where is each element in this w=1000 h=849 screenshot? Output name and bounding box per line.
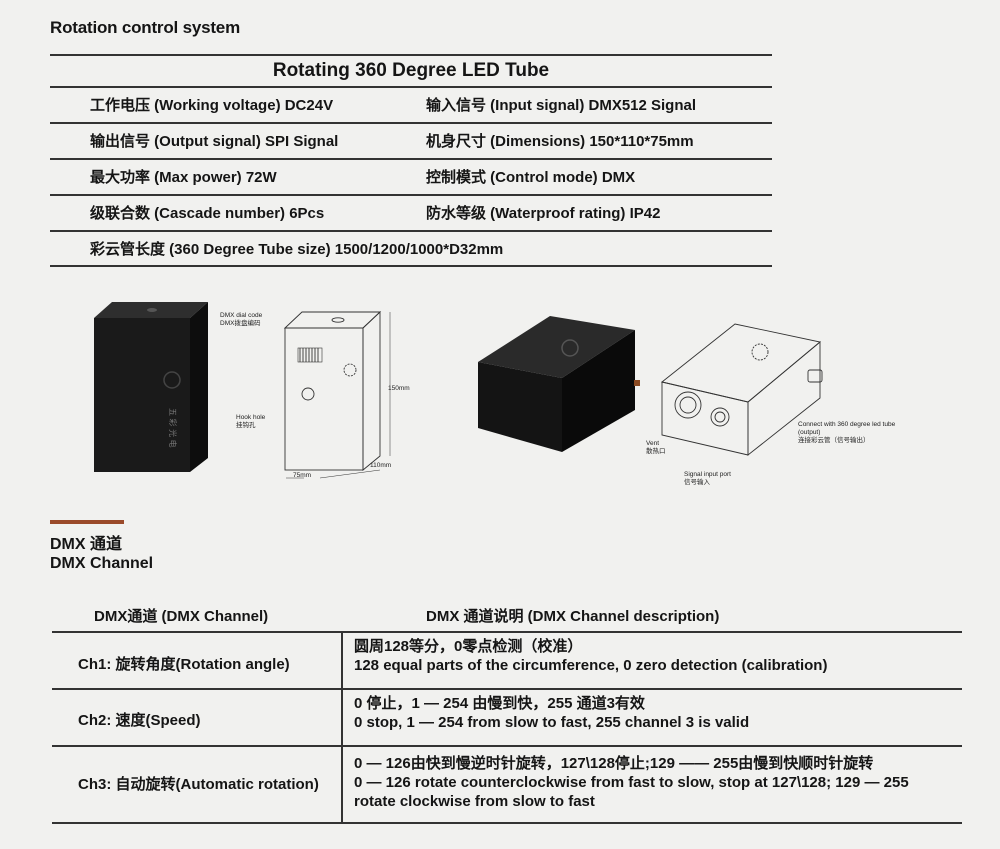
spec-divider <box>50 158 772 160</box>
label-signal-input-cn: 信号输入 <box>684 479 710 486</box>
table-header-border <box>52 631 962 633</box>
label-vent-cn: 散热口 <box>646 448 666 455</box>
table-row-divider <box>52 688 962 690</box>
label-connect-sub: (output) <box>798 429 821 436</box>
channel-col-header: DMX通道 (DMX Channel) <box>94 608 269 625</box>
channel-1-name: Ch1: 旋转角度(Rotation angle) <box>78 656 290 673</box>
spec-divider <box>50 194 772 196</box>
channel-2-desc-en: 0 stop, 1 — 254 from slow to fast, 255 c… <box>354 714 750 731</box>
spec-control-mode: 控制模式 (Control mode) DMX <box>426 169 636 186</box>
description-col-header: DMX 通道说明 (DMX Channel description) <box>426 608 720 625</box>
section-title-en: DMX Channel <box>50 555 154 572</box>
label-connect: Connect with 360 degree led tube <box>798 421 896 428</box>
spec-divider <box>50 86 772 88</box>
controller-drawing-side <box>660 323 823 456</box>
channel-3-desc: 0 — 126由快到慢逆时针旋转，127\128停止;129 —— 255由慢到… <box>354 754 909 811</box>
spec-dimensions: 机身尺寸 (Dimensions) 150*110*75mm <box>426 133 694 150</box>
channel-2-desc-cn: 0 停止，1 — 254 由慢到快，255 通道3有效 <box>354 695 645 712</box>
channel-1-desc-en: 128 equal parts of the circumference, 0 … <box>354 657 828 674</box>
section-title-cn: DMX 通道 <box>50 536 123 553</box>
channel-1-desc: 圆周128等分，0零点检测（校准） 128 equal parts of the… <box>354 637 827 675</box>
spec-tube-size: 彩云管长度 (360 Degree Tube size) 1500/1200/1… <box>90 241 504 258</box>
page-title: Rotation control system <box>50 18 240 37</box>
label-dim-height: 150mm <box>388 385 410 392</box>
spec-bottom-border <box>50 265 772 267</box>
spec-input-signal: 输入信号 (Input signal) DMX512 Signal <box>426 97 697 114</box>
spec-divider <box>50 230 772 232</box>
table-row-divider <box>52 745 962 747</box>
label-dmx-dial: DMX dial code <box>220 312 263 319</box>
channel-3-desc-cn: 0 — 126由快到慢逆时针旋转，127\128停止;129 —— 255由慢到… <box>354 755 874 772</box>
label-vent: Vent <box>646 440 660 447</box>
spec-divider <box>50 122 772 124</box>
controller-drawing-front <box>283 310 391 479</box>
channel-3-name: Ch3: 自动旋转(Automatic rotation) <box>78 776 319 793</box>
product-illustration: 五 彩 光 电 <box>94 302 823 479</box>
label-dim-width: 110mm <box>370 462 392 469</box>
spec-waterproof: 防水等级 (Waterproof rating) IP42 <box>426 205 661 222</box>
channel-3-desc-en-cont: rotate clockwise from slow to fast <box>354 793 595 810</box>
spec-cascade-number: 级联合数 (Cascade number) 6Pcs <box>90 205 325 222</box>
label-hook-hole-cn: 挂钩孔 <box>236 422 256 429</box>
section-title: DMX 通道 DMX Channel <box>50 535 153 573</box>
label-connect-cn: 连接彩云管（信号输出） <box>798 437 870 444</box>
channel-2-desc: 0 停止，1 — 254 由慢到快，255 通道3有效 0 stop, 1 — … <box>354 694 749 732</box>
section-accent-bar <box>50 520 124 524</box>
brand-glyphs: 五 彩 光 电 <box>168 408 178 448</box>
spec-max-power: 最大功率 (Max power) 72W <box>90 169 277 186</box>
spec-top-border <box>50 54 772 56</box>
spec-title: Rotating 360 Degree LED Tube <box>272 60 550 81</box>
label-hook-hole: Hook hole <box>236 414 266 421</box>
controller-photo-side <box>478 316 640 452</box>
channel-2-name: Ch2: 速度(Speed) <box>78 712 201 729</box>
channel-1-desc-cn: 圆周128等分，0零点检测（校准） <box>354 638 583 655</box>
product-images: 五 彩 光 电 <box>90 300 970 500</box>
label-dmx-dial-cn: DMX拨盘编码 <box>220 320 261 327</box>
spec-working-voltage: 工作电压 (Working voltage) DC24V <box>90 97 334 114</box>
spec-output-signal: 输出信号 (Output signal) SPI Signal <box>90 133 339 150</box>
controller-photo-front: 五 彩 光 电 <box>94 302 208 472</box>
label-signal-input: Signal input port <box>684 471 731 478</box>
label-dim-depth: 75mm <box>293 472 312 479</box>
channel-3-desc-en: 0 — 126 rotate counterclockwise from fas… <box>354 774 909 791</box>
table-column-divider <box>341 631 343 824</box>
table-bottom-border <box>52 822 962 824</box>
